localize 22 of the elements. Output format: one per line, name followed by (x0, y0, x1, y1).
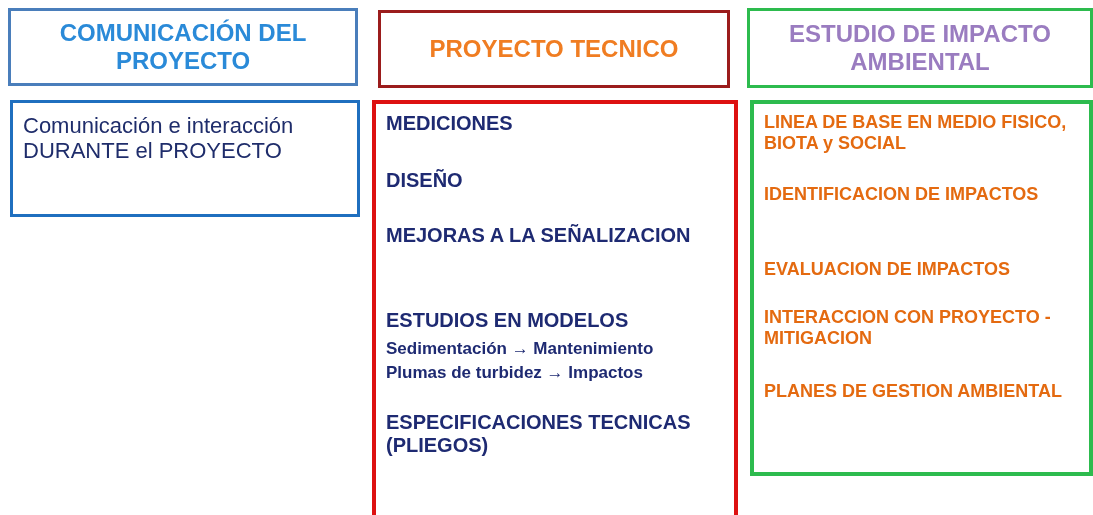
header-title: ESTUDIO DE IMPACTO AMBIENTAL (788, 20, 1052, 76)
header-box (747, 8, 1093, 88)
list-item-text: IDENTIFICACION DE IMPACTOS (764, 184, 1040, 205)
list-item-text: Comunicación e interacción DURANTE el PROYECTO (23, 113, 295, 164)
list-item-text: PLANES DE GESTION AMBIENTAL (764, 381, 1063, 402)
header-title: COMUNICACIÓN DEL PROYECTO (58, 19, 308, 75)
content-box (10, 100, 360, 217)
list-item-text: LINEA DE BASE EN MEDIO FISICO, BIOTA y SOCIAL (764, 112, 1068, 154)
list-item-text: MEDICIONES (386, 112, 514, 135)
list-item-text: Sedimentación → Mantenimiento (386, 339, 655, 359)
header-title: PROYECTO TECNICO (428, 35, 680, 63)
content-box (750, 100, 1093, 476)
header-box (378, 10, 730, 88)
list-item-text: ESPECIFICACIONES TECNICAS (PLIEGOS) (386, 411, 692, 457)
list-item-text: MEJORAS A LA SEÑALIZACION (386, 224, 692, 247)
list-item-text: INTERACCION CON PROYECTO - MITIGACION (764, 307, 1052, 349)
header-box (8, 8, 358, 86)
list-item-text: EVALUACION DE IMPACTOS (764, 259, 1011, 280)
list-item-text: DISEÑO (386, 169, 464, 192)
list-item-text: ESTUDIOS EN MODELOS (386, 309, 630, 332)
content-box (372, 100, 738, 515)
list-item-text: Plumas de turbidez → Impactos (386, 363, 644, 383)
